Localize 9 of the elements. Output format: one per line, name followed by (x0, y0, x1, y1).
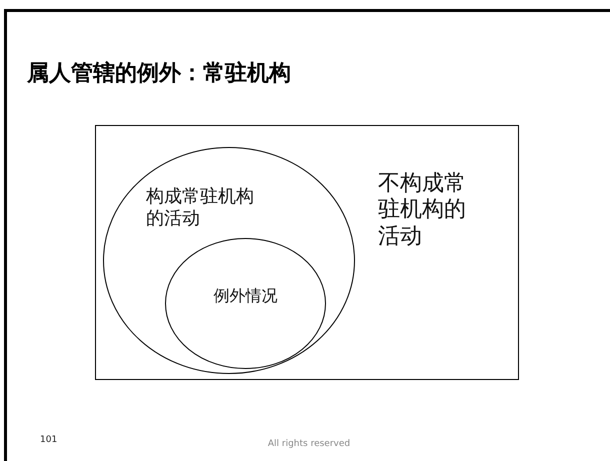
diagram-label: 构成常驻机构的活动 (146, 186, 255, 230)
footer-text: All rights reserved (266, 439, 352, 450)
diagram-label: 不构成常驻机构的活动 (378, 171, 467, 250)
outer-rectangle (95, 125, 519, 380)
large-ellipse (103, 147, 355, 374)
small-ellipse (165, 238, 326, 369)
page-number: 101 (40, 435, 58, 446)
slide-title: 属人管辖的例外：常驻机构 (27, 61, 291, 88)
diagram-label: 例外情况 (212, 286, 278, 306)
